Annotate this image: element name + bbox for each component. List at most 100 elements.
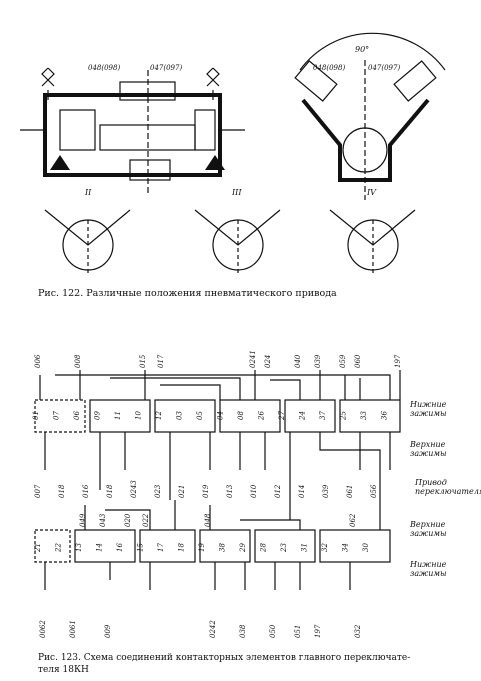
label-lower-clamps-bottom: Нижние зажимы xyxy=(410,560,447,578)
valve-label-4: 047(097) xyxy=(368,64,400,72)
row1-wire-label: 061 xyxy=(346,485,354,498)
top-wire-label: 0241 xyxy=(249,350,257,368)
bottom-wire-label: 009 xyxy=(104,624,112,638)
row1-contact-label: 05 xyxy=(196,411,204,420)
row1-wire-label: 014 xyxy=(298,485,306,498)
label-upper-clamps-top: Верхние зажимы xyxy=(410,440,447,458)
top-wire-label: 059 xyxy=(339,354,347,368)
row2-contact-label: 28 xyxy=(260,543,268,553)
row1-contact-label: 27 xyxy=(278,411,286,421)
row2-contact-label: 14 xyxy=(96,543,104,552)
bottom-wire-label: 197 xyxy=(314,624,322,638)
row2-wire-label: 020 xyxy=(124,513,132,527)
row1-contact-label: 04 xyxy=(217,411,225,420)
row1-wire-label: 016 xyxy=(82,484,90,498)
row2-wire-label: 022 xyxy=(142,513,150,527)
row1-contact-label: 26 xyxy=(258,411,266,421)
label-upper-clamps-bottom: Верхние зажимы xyxy=(410,520,447,538)
label-drive: Привод переключателя xyxy=(415,478,481,496)
bottom-wire-label: 050 xyxy=(269,624,277,638)
bottom-wire-label: 032 xyxy=(354,624,362,638)
row1-contact-label: 11 xyxy=(114,411,122,420)
row2-wire-label: 043 xyxy=(99,513,107,527)
row2-contact-label: 19 xyxy=(198,543,206,552)
row2-contact-label: 31 xyxy=(301,543,309,552)
bottom-wire-label: 0062 xyxy=(39,620,47,638)
row2-contact-label: 32 xyxy=(321,543,329,552)
row2-wire-label: 049 xyxy=(79,513,87,527)
row1-wire-label: 010 xyxy=(250,484,258,498)
row2-contact-label: 16 xyxy=(116,543,124,552)
top-wire-label: 015 xyxy=(139,354,147,368)
position-diagram-4 xyxy=(329,209,416,275)
top-wire-label: 017 xyxy=(157,354,165,368)
top-wire-label: 060 xyxy=(354,354,362,368)
angle-label: 90° xyxy=(355,45,369,54)
row1-wire-label: 021 xyxy=(178,485,186,498)
valve-label-2: 047(097) xyxy=(150,64,182,72)
row2-contact-label: 29 xyxy=(239,543,247,553)
row1-wire-label: 013 xyxy=(226,484,234,498)
row1-wire-label: 012 xyxy=(274,484,282,498)
row2-contact-label: 21 xyxy=(34,543,42,553)
row2-contact-label: 15 xyxy=(137,543,145,552)
row2-contact-label: 38 xyxy=(219,543,227,552)
row2-contact-label: 22 xyxy=(55,543,63,553)
row1-contact-label: 09 xyxy=(94,411,102,420)
pos-label-2: II xyxy=(84,188,92,197)
row1-contact-label: 08 xyxy=(237,411,245,420)
label-lower-clamps-top: Нижние зажимы xyxy=(410,400,447,418)
row1-wire-label: 039 xyxy=(322,484,330,498)
fig123-caption-line1: Рис. 123. Схема соединений контакторных … xyxy=(38,653,411,663)
bottom-wire-label: 0242 xyxy=(209,620,217,638)
row1-contact-label: 06 xyxy=(73,411,81,420)
row1-contact-label: 36 xyxy=(381,411,389,420)
top-wire-label: 039 xyxy=(314,354,322,368)
valve-label-1: 048(098) xyxy=(88,64,120,72)
row2-wire-label: 048 xyxy=(204,513,212,527)
top-wire-label: 006 xyxy=(34,354,42,368)
position-diagram-3 xyxy=(194,209,281,275)
row1-wire-label: 056 xyxy=(370,484,378,498)
bottom-wire-label: 038 xyxy=(239,624,247,638)
contactor-scheme xyxy=(34,370,401,590)
row1-wire-label: 018 xyxy=(58,484,66,498)
row2-wire-label: 062 xyxy=(349,513,357,527)
row1-contact-label: 37 xyxy=(319,411,327,420)
row1-contact-label: 33 xyxy=(360,411,368,420)
row1-contact-label: 03 xyxy=(176,411,184,420)
row2-contact-label: 17 xyxy=(157,543,165,552)
row2-contact-label: 23 xyxy=(280,543,288,553)
pos-label-3: III xyxy=(231,188,242,197)
row1-contact-label: 01 xyxy=(32,411,40,420)
top-wire-label: 040 xyxy=(294,354,302,368)
pneumatic-drive-right-view xyxy=(294,32,446,200)
position-diagram-2 xyxy=(44,209,131,275)
row2-contact-label: 30 xyxy=(362,543,370,552)
pneumatic-drive-left-view xyxy=(20,67,245,195)
valve-label-3: 048(098) xyxy=(313,64,345,72)
row1-wire-label: 0243 xyxy=(130,480,138,498)
row2-contact-label: 13 xyxy=(75,543,83,552)
row2-contact-label: 34 xyxy=(342,543,350,552)
row1-contact-label: 12 xyxy=(155,411,163,420)
row1-contact-label: 10 xyxy=(135,411,143,420)
bottom-wire-label: 051 xyxy=(294,625,302,638)
top-wire-label: 008 xyxy=(74,354,82,368)
row2-contact-label: 18 xyxy=(178,543,186,552)
row1-wire-label: 007 xyxy=(34,484,42,498)
row1-wire-label: 019 xyxy=(202,484,210,498)
row1-contact-label: 07 xyxy=(53,411,61,420)
row1-wire-label: 018 xyxy=(106,484,114,498)
fig123-caption-line2: теля 18КН xyxy=(38,665,89,675)
row1-contacts xyxy=(34,399,401,433)
top-wire-label: 197 xyxy=(394,354,402,368)
row2-contacts xyxy=(34,529,391,563)
row1-contact-label: 25 xyxy=(340,411,348,421)
row1-wire-label: 023 xyxy=(154,484,162,498)
row1-contact-label: 24 xyxy=(299,411,307,421)
top-wire-label: 024 xyxy=(264,355,272,368)
bottom-wire-label: 0061 xyxy=(69,620,77,638)
fig122-caption: Рис. 122. Различные положения пневматиче… xyxy=(38,288,337,299)
